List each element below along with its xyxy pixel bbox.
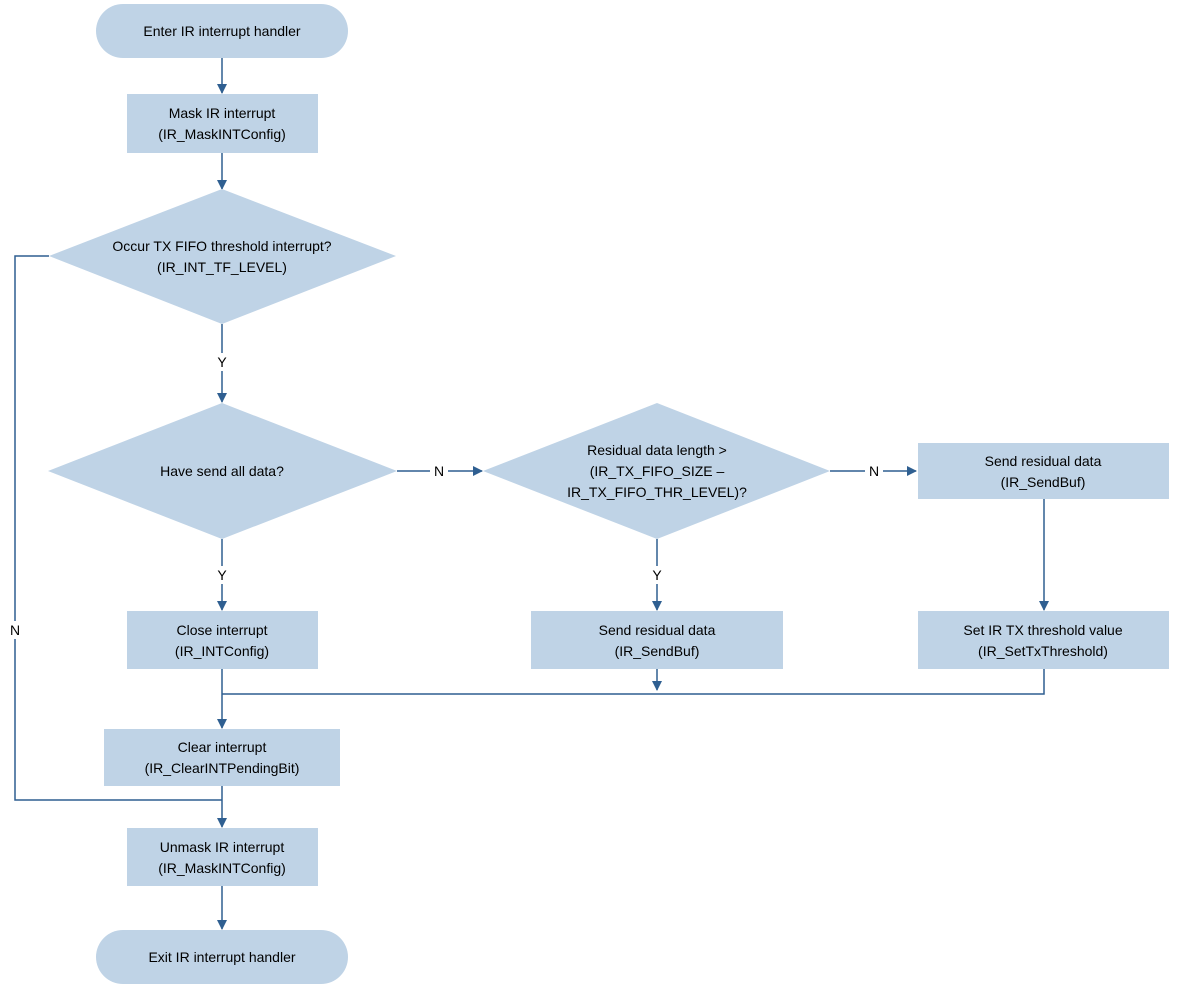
- node-unmask-line2: (IR_MaskINTConfig): [158, 860, 286, 876]
- edge-label-threshold-no: N: [6, 621, 24, 639]
- edge-label-threshold-no-text: N: [10, 622, 20, 638]
- edge-label-residual-no-text: N: [869, 463, 879, 479]
- decision-tx-threshold-line1: Occur TX FIFO threshold interrupt?: [112, 238, 331, 254]
- node-set-threshold: Set IR TX threshold value (IR_SetTxThres…: [918, 611, 1169, 669]
- node-start-text: Enter IR interrupt handler: [143, 23, 301, 39]
- decision-all-data-sent: Have send all data?: [48, 403, 397, 539]
- edge-label-all-sent-yes: Y: [214, 566, 230, 584]
- edge-label-all-sent-no-text: N: [434, 463, 444, 479]
- edge-set-threshold-to-merge: [222, 669, 1045, 695]
- node-send-residual-mid-line1: Send residual data: [599, 622, 716, 638]
- node-send-residual-right-line1: Send residual data: [985, 453, 1102, 469]
- node-send-residual-right-line2: (IR_SendBuf): [1001, 474, 1086, 490]
- edge-label-residual-no: N: [865, 462, 883, 480]
- node-start: Enter IR interrupt handler: [96, 4, 348, 58]
- decision-residual-line3: IR_TX_FIFO_THR_LEVEL)?: [567, 484, 747, 500]
- node-mask-line2: (IR_MaskINTConfig): [158, 126, 286, 142]
- node-close-interrupt-line1: Close interrupt: [176, 622, 267, 638]
- decision-residual-line2: (IR_TX_FIFO_SIZE –: [590, 463, 725, 479]
- node-close-interrupt: Close interrupt (IR_INTConfig): [127, 611, 318, 669]
- node-send-residual-mid-line2: (IR_SendBuf): [615, 643, 700, 659]
- node-clear-interrupt: Clear interrupt (IR_ClearINTPendingBit): [104, 729, 340, 786]
- decision-residual-line1: Residual data length >: [587, 442, 727, 458]
- edge-threshold-no-loop: [14, 255, 222, 801]
- decision-tx-threshold: Occur TX FIFO threshold interrupt? (IR_I…: [49, 189, 396, 324]
- node-unmask-interrupt: Unmask IR interrupt (IR_MaskINTConfig): [127, 828, 318, 886]
- node-send-residual-right: Send residual data (IR_SendBuf): [918, 443, 1169, 499]
- decision-all-data-sent-text: Have send all data?: [160, 463, 284, 479]
- node-set-threshold-line2: (IR_SetTxThreshold): [978, 643, 1108, 659]
- node-set-threshold-line1: Set IR TX threshold value: [963, 622, 1122, 638]
- node-send-residual-mid: Send residual data (IR_SendBuf): [531, 611, 783, 669]
- edge-label-threshold-yes-text: Y: [217, 354, 227, 370]
- node-end-text: Exit IR interrupt handler: [148, 949, 295, 965]
- node-mask-line1: Mask IR interrupt: [169, 105, 276, 121]
- edge-label-residual-yes-text: Y: [652, 567, 662, 583]
- edge-label-threshold-yes: Y: [214, 353, 230, 371]
- decision-residual-length: Residual data length > (IR_TX_FIFO_SIZE …: [483, 403, 830, 539]
- node-mask-interrupt: Mask IR interrupt (IR_MaskINTConfig): [127, 94, 318, 153]
- node-unmask-line1: Unmask IR interrupt: [160, 839, 285, 855]
- node-clear-interrupt-line2: (IR_ClearINTPendingBit): [145, 760, 300, 776]
- edge-label-all-sent-no: N: [430, 462, 448, 480]
- node-clear-interrupt-line1: Clear interrupt: [178, 739, 267, 755]
- decision-tx-threshold-line2: (IR_INT_TF_LEVEL): [157, 259, 287, 275]
- node-close-interrupt-line2: (IR_INTConfig): [175, 643, 269, 659]
- edge-label-all-sent-yes-text: Y: [217, 567, 227, 583]
- edge-label-residual-yes: Y: [649, 566, 665, 584]
- node-end: Exit IR interrupt handler: [96, 930, 348, 984]
